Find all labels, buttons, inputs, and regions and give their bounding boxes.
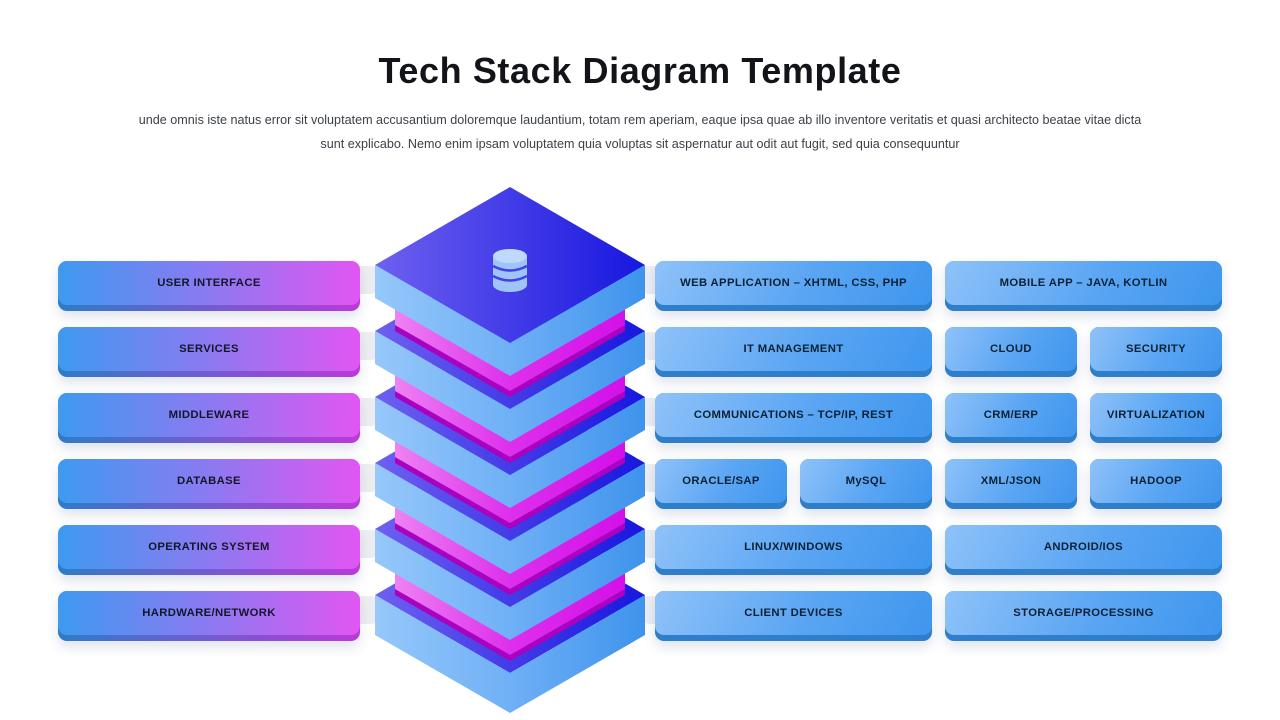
tech-security[interactable]: SECURITY bbox=[1090, 327, 1222, 377]
subtitle: unde omnis iste natus error sit voluptat… bbox=[90, 108, 1190, 156]
pill-label: XML/JSON bbox=[980, 475, 1042, 487]
tech-xml-json[interactable]: XML/JSON bbox=[945, 459, 1077, 509]
pill-label: IT MANAGEMENT bbox=[743, 343, 844, 355]
stack-layer-database[interactable]: DATABASE bbox=[58, 459, 360, 509]
stack-layer-user-interface[interactable]: USER INTERFACE bbox=[58, 261, 360, 311]
subtitle-line-2: sunt explicabo. Nemo enim ipsam voluptat… bbox=[320, 137, 960, 151]
tech-communications[interactable]: COMMUNICATIONS – TCP/IP, REST bbox=[655, 393, 932, 443]
tech-web-application[interactable]: WEB APPLICATION – XHTML, CSS, PHP bbox=[655, 261, 932, 311]
tech-hadoop[interactable]: HADOOP bbox=[1090, 459, 1222, 509]
pill-label: LINUX/WINDOWS bbox=[744, 541, 843, 553]
pill-label: OPERATING SYSTEM bbox=[148, 541, 270, 553]
stack-layer-middleware[interactable]: MIDDLEWARE bbox=[58, 393, 360, 443]
tech-oracle-sap[interactable]: ORACLE/SAP bbox=[655, 459, 787, 509]
tech-mobile-app[interactable]: MOBILE APP – JAVA, KOTLIN bbox=[945, 261, 1222, 311]
tech-virtualization[interactable]: VIRTUALIZATION bbox=[1090, 393, 1222, 443]
stack-gap-2 bbox=[395, 375, 625, 463]
pill-label: VIRTUALIZATION bbox=[1106, 409, 1206, 421]
page-title: Tech Stack Diagram Template bbox=[378, 50, 902, 91]
pill-label: USER INTERFACE bbox=[157, 277, 261, 289]
stack-gap-1 bbox=[395, 309, 625, 397]
subtitle-line-1: unde omnis iste natus error sit voluptat… bbox=[138, 113, 1142, 127]
pill-label: STORAGE/PROCESSING bbox=[1013, 607, 1154, 619]
pill-label: HARDWARE/NETWORK bbox=[142, 607, 276, 619]
tech-cloud[interactable]: CLOUD bbox=[945, 327, 1077, 377]
pill-label: CLOUD bbox=[990, 343, 1032, 355]
tech-crm-erp[interactable]: CRM/ERP bbox=[945, 393, 1077, 443]
isometric-stack-illustration bbox=[350, 187, 670, 713]
stack-gap-4 bbox=[395, 507, 625, 595]
pill-label: MOBILE APP – JAVA, KOTLIN bbox=[999, 277, 1168, 289]
pill-label: DATABASE bbox=[177, 475, 241, 487]
pill-label: COMMUNICATIONS – TCP/IP, REST bbox=[693, 409, 894, 421]
stack-layer-services[interactable]: SERVICES bbox=[58, 327, 360, 377]
pill-label: ORACLE/SAP bbox=[682, 475, 760, 487]
tech-mysql[interactable]: MySQL bbox=[800, 459, 932, 509]
database-icon bbox=[492, 249, 528, 292]
pill-label: HADOOP bbox=[1130, 475, 1182, 487]
pill-label: MIDDLEWARE bbox=[168, 409, 250, 421]
tech-storage-processing[interactable]: STORAGE/PROCESSING bbox=[945, 591, 1222, 641]
pill-label: CLIENT DEVICES bbox=[744, 607, 843, 619]
pill-label: SERVICES bbox=[179, 343, 239, 355]
stack-layer-hardware-network[interactable]: HARDWARE/NETWORK bbox=[58, 591, 360, 641]
stack-gap-5 bbox=[395, 573, 625, 661]
pill-label: ANDROID/IOS bbox=[1043, 541, 1124, 553]
tech-android-ios[interactable]: ANDROID/IOS bbox=[945, 525, 1222, 575]
stack-gap-3 bbox=[395, 441, 625, 529]
tech-client-devices[interactable]: CLIENT DEVICES bbox=[655, 591, 932, 641]
pill-label: CRM/ERP bbox=[983, 409, 1039, 421]
stack-layer-operating-system[interactable]: OPERATING SYSTEM bbox=[58, 525, 360, 575]
tech-linux-windows[interactable]: LINUX/WINDOWS bbox=[655, 525, 932, 575]
pill-label: SECURITY bbox=[1126, 343, 1186, 355]
pill-label: MySQL bbox=[845, 475, 887, 487]
tech-it-management[interactable]: IT MANAGEMENT bbox=[655, 327, 932, 377]
pill-label: WEB APPLICATION – XHTML, CSS, PHP bbox=[680, 277, 907, 289]
